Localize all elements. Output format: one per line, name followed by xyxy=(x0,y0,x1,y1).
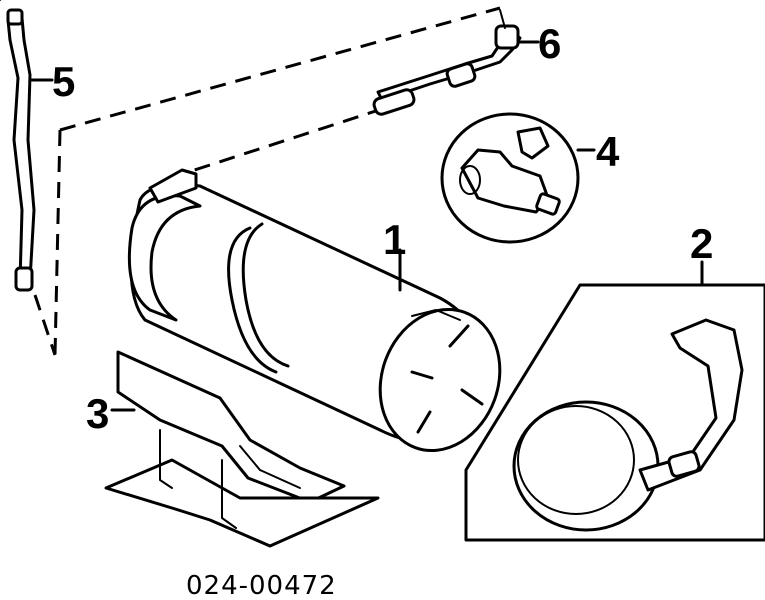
callout-4: 4 xyxy=(596,128,620,175)
filter-detail-part-2 xyxy=(464,283,765,542)
callout-6: 6 xyxy=(538,20,561,67)
hose-assembly-part-6 xyxy=(372,9,522,116)
mounting-bracket-part-3 xyxy=(104,350,380,548)
callout-3: 3 xyxy=(86,390,109,437)
dashed-connection-lines xyxy=(33,6,501,356)
callout-2: 2 xyxy=(690,220,713,267)
vent-tube-part-5 xyxy=(0,0,36,292)
purge-valve-part-4 xyxy=(440,112,580,244)
diagram-part-number: 024-00472 xyxy=(186,571,337,600)
callout-1: 1 xyxy=(383,216,406,263)
charcoal-canister-part-1 xyxy=(127,168,502,453)
callout-5: 5 xyxy=(52,58,75,105)
